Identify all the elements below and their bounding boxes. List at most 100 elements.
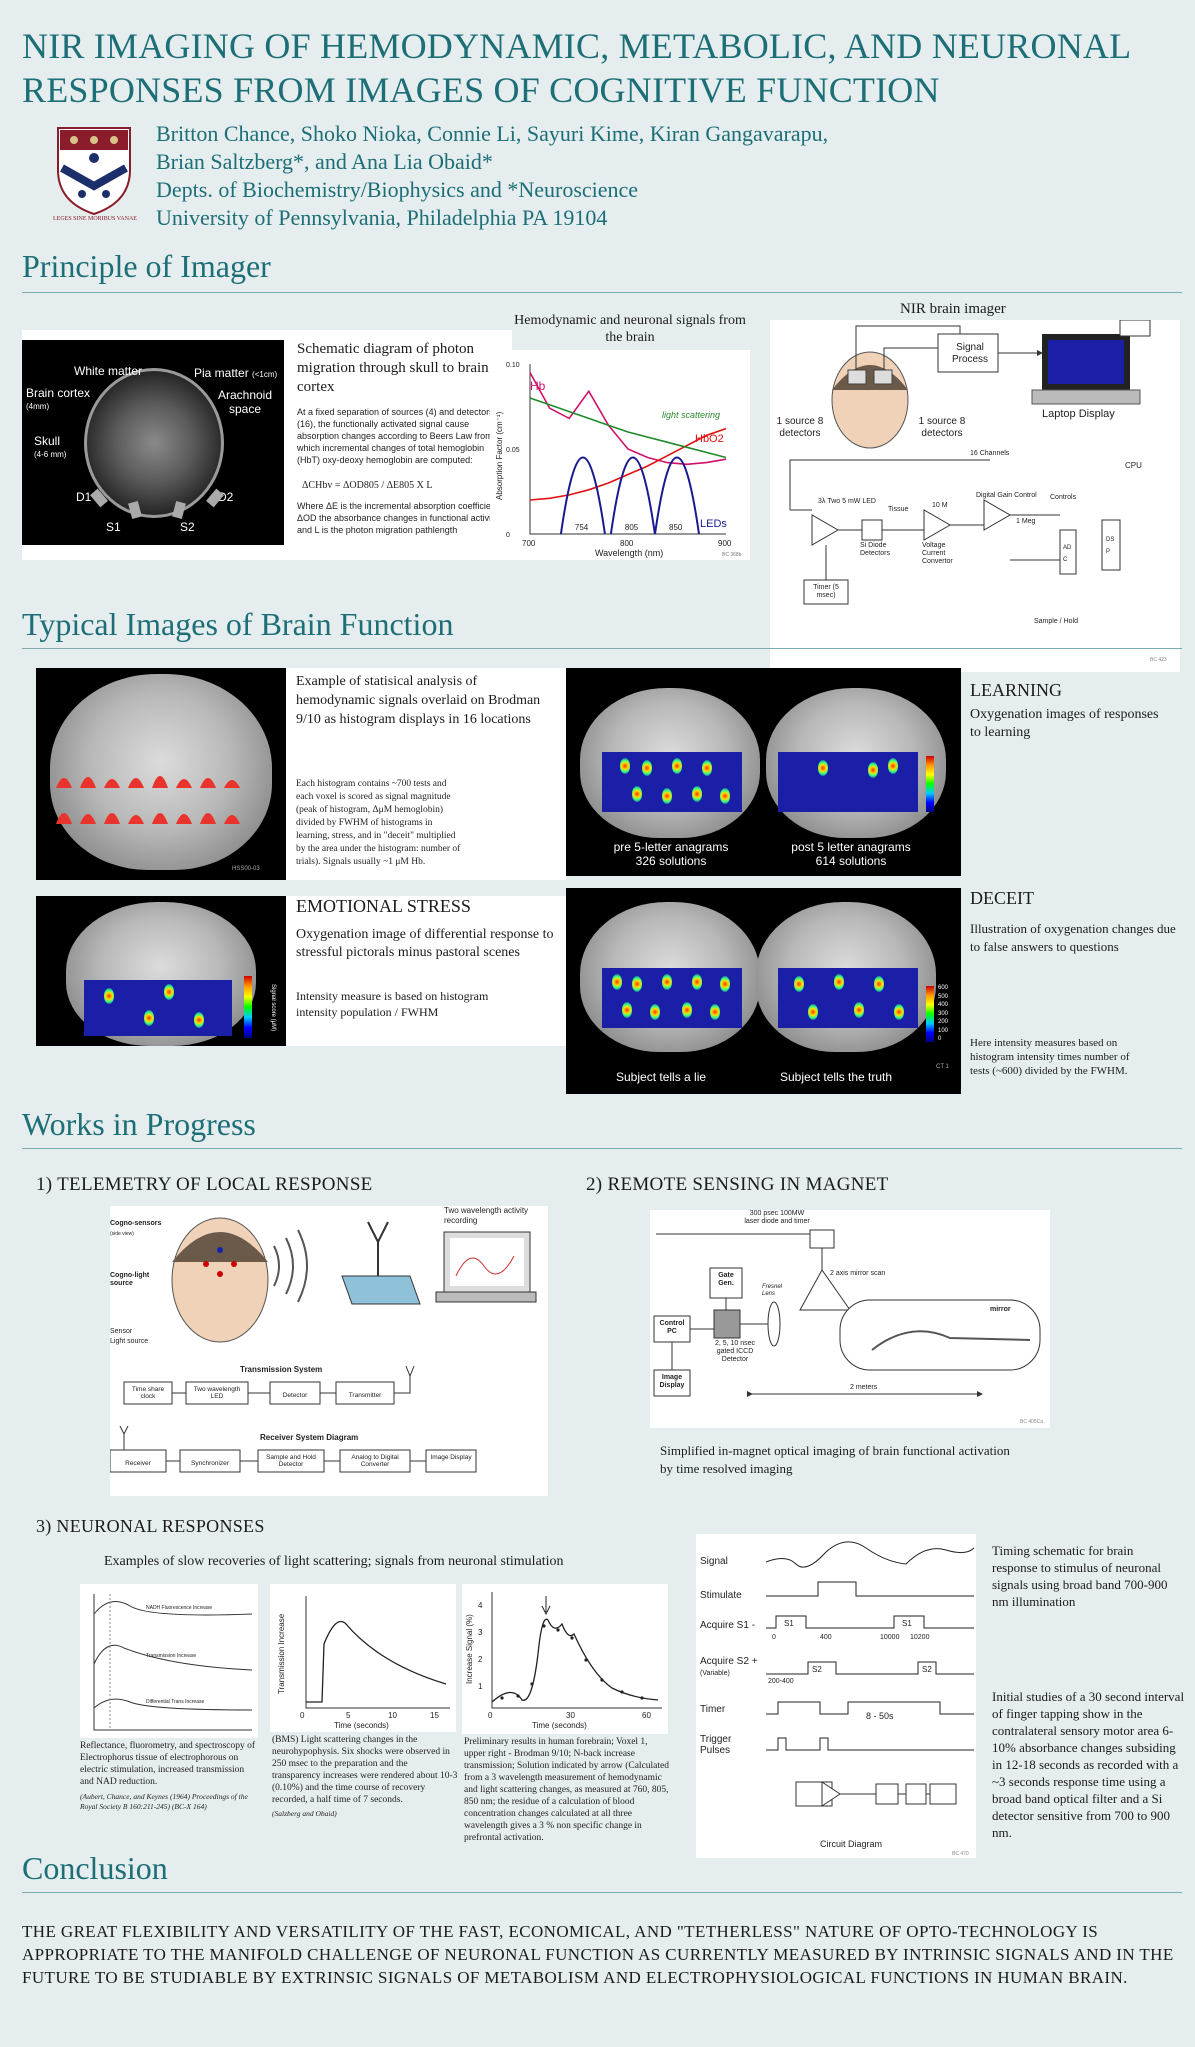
penn-shield-logo [52,124,136,216]
section-principle-heading: Principle of Imager [22,248,271,284]
patient-icon [871,1330,1031,1351]
telemetry-heading: 1) TELEMETRY OF LOCAL RESPONSE [36,1174,373,1195]
p3-ytick-list: 4 3 2 1 [478,1592,482,1700]
laptop-base [1031,389,1141,405]
two-wave-led-label: Two wavelength LED [193,1386,241,1400]
stat-code: HSS00-03 [232,866,260,872]
p3-ylabel: Increase Signal (%) [465,1614,474,1684]
signal-process-label: Signal Process [951,342,989,365]
timing-trigger: Trigger Pulses [700,1734,732,1756]
learn-right-line2: 614 solutions [815,854,887,868]
timing-signal: Signal [700,1556,728,1567]
brain-render [50,674,272,870]
receiver-label: Receiver [125,1460,151,1467]
deceit-heatmap-truth [778,968,918,1028]
led-peak-label: 754 [575,523,589,532]
time-share-label: Time share clock [131,1386,165,1400]
cogno-light-label: Cogno-light source [110,1272,150,1287]
section-divider [22,1892,1182,1893]
sample-hold-label: Sample / Hold [1034,618,1078,625]
p3-xtick-0: 0 [488,1711,493,1720]
p2-tick-15: 15 [430,1711,439,1720]
panel1-caption: Reflectance, fluorometry, and spectrosco… [80,1741,256,1787]
signal-process-box [937,333,999,373]
image-display-label: Image Display [430,1454,472,1461]
signal-waves-icon [273,1229,308,1303]
label-brain-cortex: Brain cortex [26,386,91,400]
channels-label: 16 Channels [970,450,1010,457]
deceit-tick: 400 [938,1002,949,1008]
neuronal-panel-2: 0 5 10 15 Time (seconds) Transmission In… [270,1584,456,1732]
timing-circuit: Circuit Diagram [820,1839,883,1849]
learning-caption: Oxygenation images of responses to learn… [970,707,1159,740]
stat-body: Each histogram contains ~700 tests and e… [296,779,461,867]
timer-label: Timer (5 msec) [813,584,839,599]
imager-code: BC 423 [1150,657,1167,663]
deceit-tick: 600 [938,985,949,991]
mri-image: White matter Pia matter (<1cm) Brain cor… [22,340,284,545]
cpu-box [1119,319,1151,337]
label-s1: S1 [106,520,121,534]
source-left-label: 1 source 8 detectors [776,416,824,439]
mri-brain-slice [84,368,224,518]
one-meg-label: 1 Meg [1016,518,1036,525]
increase-signal-plot [491,1592,662,1709]
y-tick-label: 0 [506,532,510,539]
department: Depts. of Biochemistry/Biophysics and *N… [156,177,639,202]
synchronizer-label: Synchronizer [191,1460,229,1467]
series-label-hb: Hb [530,379,546,393]
p3-ytick: 1 [478,1682,483,1691]
timing-t400: 400 [820,1634,832,1641]
solution-arrow-icon [541,1596,551,1616]
led-peak-label: 805 [625,523,639,532]
timing-s2-b: S2 [922,1665,932,1674]
imager-diagram [789,319,1151,605]
p2-ylabel: Transmission Increase [277,1613,286,1694]
stat-caption: Example of statisical analysis of hemody… [296,674,541,727]
si-diode-label: Si Diode Detectors [860,542,890,557]
neuronal-panel-1: NADH Fluorescence Increase Transmission … [80,1584,258,1738]
imager-panel: Signal Process 1 source 8 detectors 1 so… [770,319,1180,672]
panel2-ref: (Salzberg and Obaid) [272,1809,337,1818]
chart-xlabel: Wavelength (nm) [595,548,663,558]
series-line-2 [529,397,727,459]
series-label-scattering: light scattering [662,410,720,420]
source-right-label: 1 source 8 detectors [918,416,966,439]
deceit-tick: 0 [938,1036,942,1042]
timing-t10200: 10200 [910,1634,930,1641]
x-tick-label: 900 [718,539,732,548]
stress-panel: Signal score (μM) EMOTIONAL STRESS Oxyge… [36,896,566,1046]
controls-label: Controls [1050,494,1077,501]
formula: ΔCHbv = ΔOD805 / ΔE805 X L [302,480,433,491]
x-tick-label: 700 [522,539,536,548]
transmission-plot [305,1596,450,1709]
panel1-ref: (Aubert, Chance, and Keynes (1964) Proce… [80,1792,248,1811]
antenna-icon [367,1221,389,1276]
p1-label-nadh: NADH Fluorescence Increase [146,1605,213,1611]
p3-xtick-30: 30 [566,1711,575,1720]
series-label-leds: LEDs [700,518,727,530]
learn-left-line2: 326 solutions [635,854,707,868]
author-block: Britton Chance, Shoko Nioka, Connie Li, … [156,120,828,232]
timing-t0: 0 [772,1634,776,1641]
poster-title: NIR IMAGING OF HEMODYNAMIC, METABOLIC, A… [22,26,1130,110]
deceit-heading: DECEIT [970,888,1034,908]
magnet-image-display-label: Image Display [659,1374,685,1389]
histogram-overlay [56,776,240,824]
probe-right [873,369,893,385]
probe-left [847,369,867,385]
deceit-code: CT 1 [936,1064,949,1070]
timing-caption-1: Timing schematic for brain response to s… [992,1543,1168,1609]
deceit-lie-label: Subject tells a lie [616,1070,707,1084]
dgc-label: Digital Gain Control [976,492,1037,499]
schematic-body: At a fixed separation of sources (4) and… [297,407,494,465]
ten-m-label: 10 M [932,502,948,509]
fluorometry-plot [93,1594,253,1731]
x-tick-label: 800 [620,539,634,548]
stress-heatmap [84,980,232,1036]
deceit-heatmap-lie [602,968,742,1028]
magnet-diagram [653,1229,1041,1397]
